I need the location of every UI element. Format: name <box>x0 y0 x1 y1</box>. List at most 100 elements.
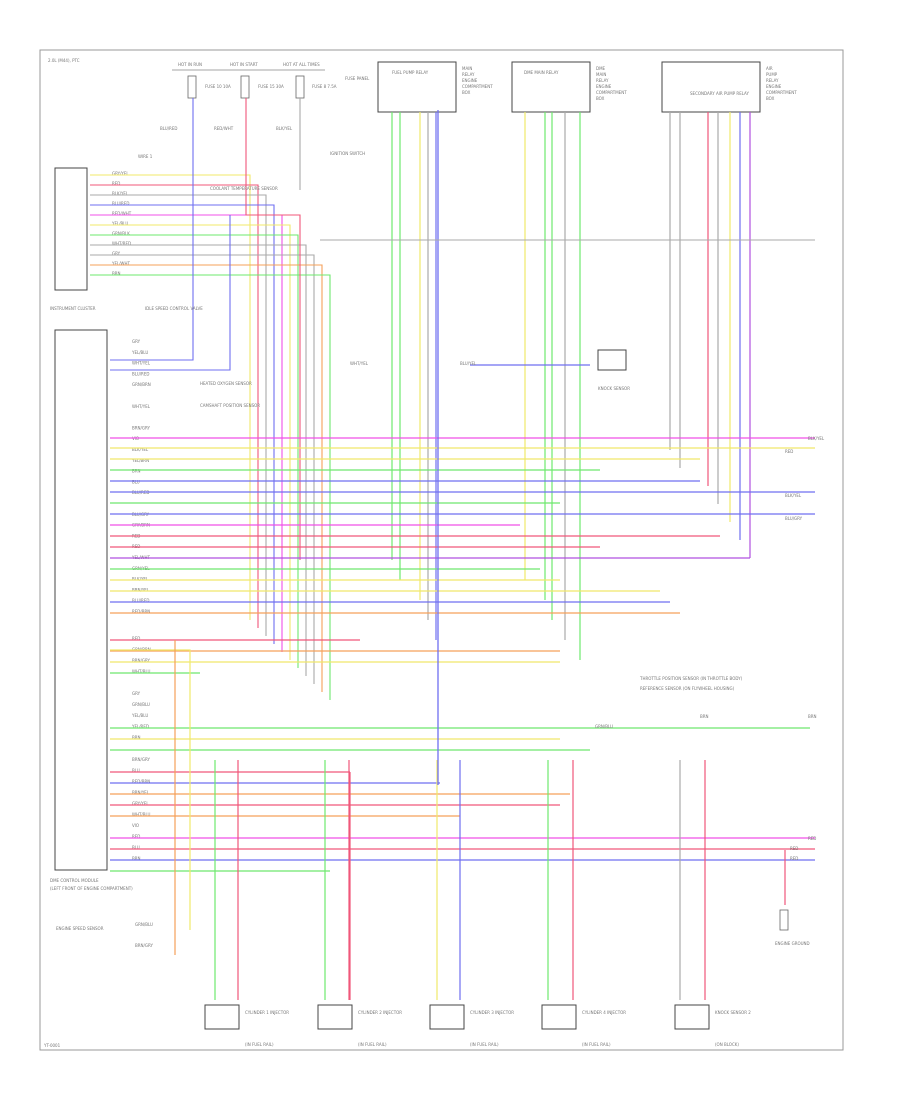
top-pin-labels: GRY/YELREDBLK/YELBLU/REDRED/WHTYEL/BLUGR… <box>111 171 132 276</box>
pin-labels-group-1: GRYYEL/BLUWHT/YELBLU/REDGRN/BRNWHT/YELBR… <box>131 339 151 614</box>
relay-1-line: BOX <box>462 90 471 95</box>
top-pin-label: YEL/WHT <box>111 261 131 266</box>
pin-label: BLU <box>132 845 140 850</box>
relay-2-line: DME <box>596 66 606 71</box>
pin-label: GRY/YEL <box>132 801 149 806</box>
top-wire-2: RED/WHT <box>214 126 234 131</box>
sensor-right-label: KNOCK SENSOR <box>598 386 630 391</box>
relay-3-line: COMPARTMENT <box>766 90 797 95</box>
bottom-left-wire-2: BRN/GRY <box>135 943 153 948</box>
pin-labels-group-2: REDGRN/BRNBRN/GRYWHT/BLUGRYGRN/BLUYEL/BL… <box>131 636 151 861</box>
fuse-1-name: FUSE 10 10A <box>205 84 231 89</box>
wire-layer <box>90 98 815 1000</box>
bottom-component-sub: (IN FUEL RAIL) <box>470 1042 499 1047</box>
top-pin-label: BRN <box>112 271 121 276</box>
top-pin-label: BLU/RED <box>112 201 129 206</box>
pin-label: GRY <box>132 339 141 344</box>
right-label-5: BRN <box>808 714 817 719</box>
wire <box>90 184 259 628</box>
relay-1-line: MAIN <box>462 66 472 71</box>
pin-label: WHT/BLU <box>132 669 151 674</box>
pin-label: BLU <box>132 768 140 773</box>
top-pin-label: RED/WHT <box>112 211 132 216</box>
relay-1-line: COMPARTMENT <box>462 84 493 89</box>
relay-2-line: BOX <box>596 96 605 101</box>
wire <box>90 224 291 660</box>
relay-3-line: ENGINE <box>766 84 782 89</box>
pin-label: BLU/RED <box>132 598 149 603</box>
right-label-6: RED <box>808 836 816 841</box>
mid-label-yel: WHT/YEL <box>350 361 369 366</box>
relay-3-line: RELAY <box>766 78 779 83</box>
bottom-component-title: CYLINDER 1 INJECTOR <box>245 1010 289 1015</box>
pin-label: GRN/YEL <box>132 566 150 571</box>
diagram-frame <box>39 49 844 1051</box>
relay-3-line: PUMP <box>766 72 778 77</box>
relay-2: DME MAIN RELAY DME MAIN RELAY ENGINE COM… <box>511 61 627 113</box>
bottom-component-box <box>674 1004 710 1030</box>
bottom-component-box <box>541 1004 577 1030</box>
relay-1: FUEL PUMP RELAY MAIN RELAY ENGINE COMPAR… <box>377 61 493 113</box>
bottom-component-title: CYLINDER 2 INJECTOR <box>358 1010 402 1015</box>
relay-2-line: ENGINE <box>596 84 612 89</box>
right-label-4: BLU/GRY <box>785 516 803 521</box>
pin-label: YEL/BRN <box>131 458 149 463</box>
right-label-1: BLK/YEL <box>808 436 825 441</box>
right-label-3: BLK/YEL <box>785 493 802 498</box>
wire <box>90 234 299 668</box>
pin-label: GRN/BRN <box>132 382 151 387</box>
pin-label: BLK/YEL <box>132 577 149 582</box>
fuse-1-label: HOT IN RUN <box>178 62 202 67</box>
bottom-components: CYLINDER 1 INJECTOR (IN FUEL RAIL) CYLINDE… <box>204 1004 751 1047</box>
wire <box>110 215 231 371</box>
mid-label-blu: BLU/YEL <box>460 361 477 366</box>
pin-label: GRN/BLU <box>132 702 150 707</box>
pin-label: BRN <box>132 856 141 861</box>
fuse-3-icon <box>295 75 305 99</box>
relay-3: SECONDARY AIR PUMP RELAY AIR PUMP RELAY … <box>661 61 797 113</box>
wire <box>90 204 275 644</box>
bottom-component-box <box>204 1004 240 1030</box>
pin-label: BLU/RED <box>132 371 149 376</box>
pin-label: BRN <box>132 469 141 474</box>
annotation-oxygen: HEATED OXYGEN SENSOR <box>200 381 252 386</box>
top-wire-1: BLU/RED <box>160 126 177 131</box>
knock-sensor-icon <box>597 349 627 371</box>
tank-sensor-label: THROTTLE POSITION SENSOR (IN THROTTLE BO… <box>639 676 743 681</box>
top-pin-label: GRY <box>112 251 121 256</box>
ref-wire-left: GRN/BLU <box>595 724 613 729</box>
wire <box>245 98 301 560</box>
relay-2-line: COMPARTMENT <box>596 90 627 95</box>
fuse-2-icon <box>240 75 250 99</box>
wire <box>90 194 267 636</box>
annotation-ignition: IGNITION SWITCH <box>330 151 365 156</box>
bottom-left-wire-1: GRN/BLU <box>135 922 153 927</box>
connector-main-sub: (LEFT FRONT OF ENGINE COMPARTMENT) <box>50 886 133 891</box>
wire <box>110 649 191 930</box>
wire <box>90 254 315 684</box>
bottom-component-sub: (IN FUEL RAIL) <box>582 1042 611 1047</box>
fuse-1-icon <box>187 75 197 99</box>
annotation-coolant: COOLANT TEMPERATURE SENSOR <box>210 186 278 191</box>
pin-label: RED <box>132 834 140 839</box>
relay-1-line: ENGINE <box>462 78 478 83</box>
pin-label: YEL/BLU <box>131 713 148 718</box>
annotation-idle: IDLE SPEED CONTROL VALVE <box>145 306 203 311</box>
annotation-camshaft: CAMSHAFT POSITION SENSOR <box>200 403 260 408</box>
pin-label: BLU/RED <box>132 490 149 495</box>
pin-label: RED/BRN <box>132 779 150 784</box>
pin-label: VIO <box>132 436 139 441</box>
wire <box>90 174 251 620</box>
relay-3-line: AIR <box>766 66 773 71</box>
ground-label: ENGINE GROUND <box>775 941 810 946</box>
fuse-2-label: HOT IN START <box>230 62 258 67</box>
pin-label: WHT/YEL <box>132 404 151 409</box>
pin-label: YEL/BLU <box>131 350 148 355</box>
pin-label: BLU <box>132 479 140 484</box>
pin-label: RED/BRN <box>132 609 150 614</box>
top-pin-label: GRN/BLK <box>112 231 130 236</box>
footer-id: YT-0001 <box>43 1043 61 1048</box>
connector-top-label: INSTRUMENT CLUSTER <box>50 306 96 311</box>
top-pin-label: RED <box>112 181 120 186</box>
